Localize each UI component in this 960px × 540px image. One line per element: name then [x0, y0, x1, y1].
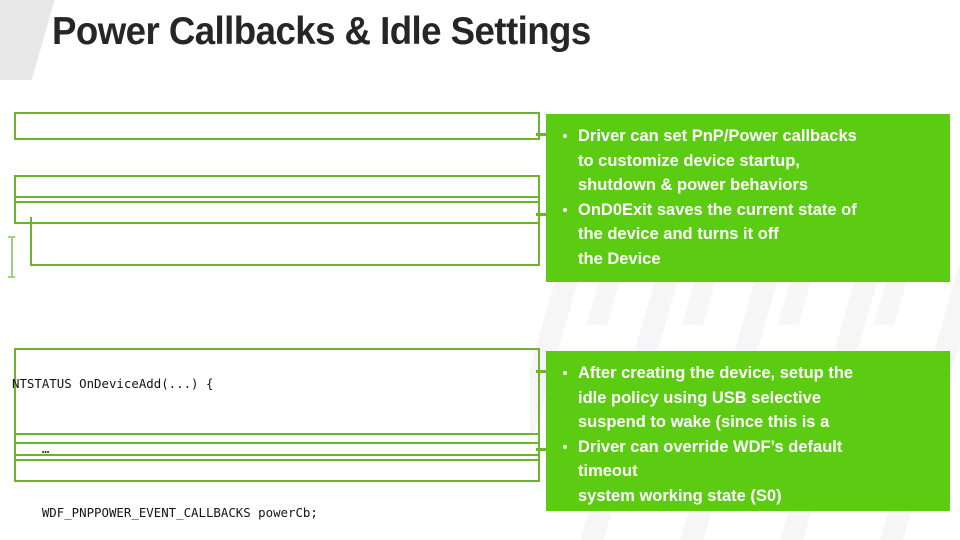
- connector-tick-bottom: [8, 276, 15, 278]
- code-block: NTSTATUS OnDeviceAdd(...) { … WDF_PNPPOW…: [12, 72, 542, 540]
- callout-bullet: OnD0Exit saves the current state of: [556, 198, 936, 223]
- code-highlight-box-4: [30, 217, 540, 266]
- callout-bullet-continuation: timeout: [578, 462, 638, 480]
- callout-bullet-continuation: the device and turns it off: [578, 225, 779, 243]
- code-highlight-box-5: [14, 348, 540, 444]
- callout-connector-nub-4: [536, 448, 546, 451]
- code-highlight-box-2: [14, 175, 540, 203]
- callout-pnp-power: Driver can set PnP/Power callbacks to cu…: [546, 114, 950, 282]
- code-highlight-box-1: [14, 112, 540, 140]
- callout-bullet: Driver can set PnP/Power callbacks: [556, 124, 936, 149]
- callout-connector-nub-1: [536, 133, 546, 136]
- code-highlight-box-6: [14, 433, 540, 461]
- callout-bullet-continuation: suspend to wake (since this is a: [578, 413, 830, 431]
- decorative-corner-shape: [0, 0, 57, 80]
- callout-bullet-continuation: to customize device startup,: [578, 151, 800, 170]
- code-line: NTSTATUS OnDeviceAdd(...) {: [12, 376, 214, 391]
- connector-line: [11, 236, 13, 278]
- callout-connector-nub-3: [536, 370, 546, 373]
- code-line: WDF_PNPPOWER_EVENT_CALLBACKS powerCb;: [12, 505, 318, 520]
- code-line: …: [12, 440, 50, 456]
- code-highlight-box-7: [14, 454, 540, 482]
- slide-title: Power Callbacks & Idle Settings: [52, 10, 591, 53]
- callout-bullet-continuation: shutdown & power behaviors: [578, 176, 809, 194]
- callout-bullet-continuation: the Device: [578, 249, 661, 268]
- callout-idle-settings: After creating the device, setup the idl…: [546, 351, 950, 511]
- callout-bullet: After creating the device, setup the: [556, 361, 936, 386]
- callout-bullet: Driver can override WDF’s default: [556, 435, 936, 460]
- code-highlight-box-3: [14, 196, 540, 224]
- connector-tick-top: [8, 236, 15, 238]
- callout-connector-nub-2: [536, 213, 546, 216]
- callout-bullet-continuation: idle policy using USB selective: [578, 388, 821, 407]
- callout-bullet-continuation: system working state (S0): [578, 486, 782, 505]
